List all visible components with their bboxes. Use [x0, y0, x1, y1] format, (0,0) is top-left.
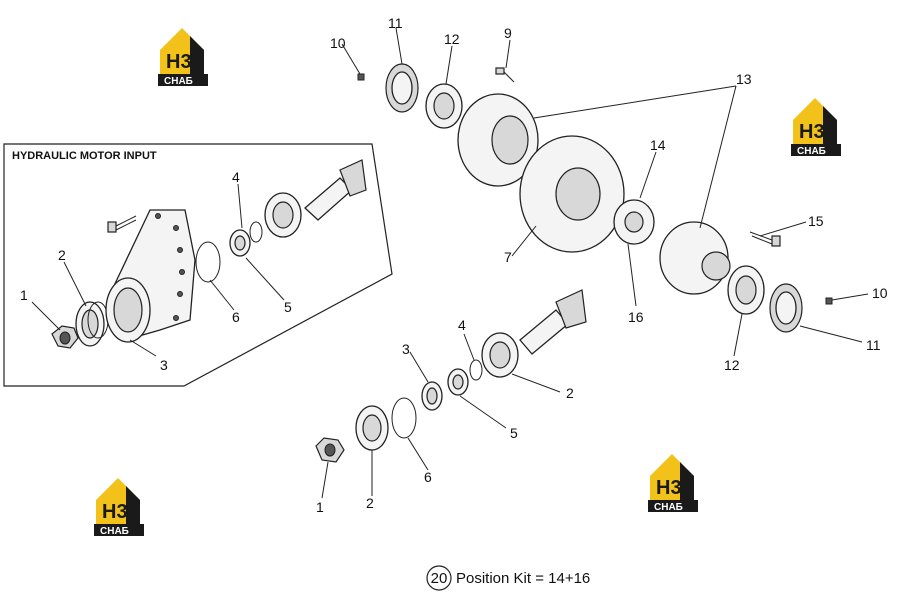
- small-bolt-right: [825, 297, 833, 305]
- position-kit-text: Position Kit = 14+16: [456, 570, 590, 587]
- svg-text:H3: H3: [656, 477, 682, 499]
- watermark-logo: H3 СНАБ: [94, 478, 144, 537]
- callout: 14: [650, 137, 666, 153]
- callout: 10: [872, 285, 888, 301]
- box-nut: [51, 325, 79, 349]
- box-title: HYDRAULIC MOTOR INPUT: [12, 150, 157, 162]
- position-circle: [426, 565, 452, 591]
- callout: 6: [424, 469, 432, 485]
- callout: 16: [628, 309, 644, 325]
- diff-case-left: [457, 93, 539, 187]
- watermark-logo: H3 СНАБ: [158, 28, 208, 87]
- box-housing: [105, 209, 196, 343]
- diff-case-right: [659, 221, 731, 295]
- small-bolt-left: [357, 73, 365, 81]
- position-kit-note: 20 Position Kit = 14+16: [426, 565, 590, 591]
- ring-gear: [519, 135, 625, 253]
- callout: 12: [444, 31, 460, 47]
- bolt-9: [495, 67, 515, 83]
- bearing-left: [425, 83, 463, 129]
- callout: 11: [388, 15, 403, 31]
- bearing-lower: [355, 405, 389, 451]
- callout: 7: [504, 249, 512, 265]
- callout: 13: [736, 71, 752, 87]
- box-bearing-2: [264, 192, 302, 238]
- pinion-shaft: [519, 289, 587, 355]
- callout: 5: [284, 299, 292, 315]
- ring-lower: [421, 381, 443, 411]
- callout: 3: [160, 357, 168, 373]
- callout: 1: [20, 287, 28, 303]
- box-oring: [195, 241, 221, 283]
- bearing-mid: [481, 332, 519, 378]
- callout: 10: [330, 35, 346, 51]
- watermark-logo: H3 СНАБ: [648, 454, 698, 513]
- box-bearing: [75, 301, 109, 347]
- box-pinion-shaft: [304, 159, 367, 221]
- svg-text:СНАБ: СНАБ: [100, 526, 129, 537]
- nut: [315, 437, 345, 463]
- adjusting-nut-left: [385, 63, 419, 113]
- hydraulic-motor-input-box: [3, 143, 393, 387]
- svg-text:H3: H3: [799, 121, 825, 143]
- oring-lower: [391, 397, 417, 439]
- callout: 12: [724, 357, 740, 373]
- callout: 9: [504, 25, 512, 41]
- callout-labels: 1 2 3 4 5 6 1 2 3 4 5 6 2 7 9 10 11 12 1…: [20, 15, 888, 515]
- leader-lines: [31, 27, 869, 499]
- svg-text:СНАБ: СНАБ: [164, 76, 193, 87]
- box-bolt: [107, 215, 137, 233]
- spider-gears: [613, 199, 655, 245]
- position-number: 20: [431, 570, 448, 587]
- svg-text:H3: H3: [102, 501, 128, 523]
- bearing-right: [727, 265, 765, 315]
- box-sleeve: [229, 221, 263, 257]
- callout: 15: [808, 213, 824, 229]
- callout: 11: [866, 337, 881, 353]
- callout: 2: [58, 247, 66, 263]
- callout: 2: [566, 385, 574, 401]
- svg-text:H3: H3: [166, 51, 192, 73]
- callout: 1: [316, 499, 324, 515]
- callout: 4: [232, 169, 240, 185]
- callout: 5: [510, 425, 518, 441]
- adjusting-nut-right: [769, 283, 803, 333]
- callout: 6: [232, 309, 240, 325]
- callout: 2: [366, 495, 374, 511]
- svg-text:СНАБ: СНАБ: [797, 146, 826, 157]
- callout: 4: [458, 317, 466, 333]
- callout: 3: [402, 341, 410, 357]
- svg-text:СНАБ: СНАБ: [654, 502, 683, 513]
- sleeve-lower: [447, 359, 483, 396]
- watermark-logo: H3 СНАБ: [791, 98, 841, 157]
